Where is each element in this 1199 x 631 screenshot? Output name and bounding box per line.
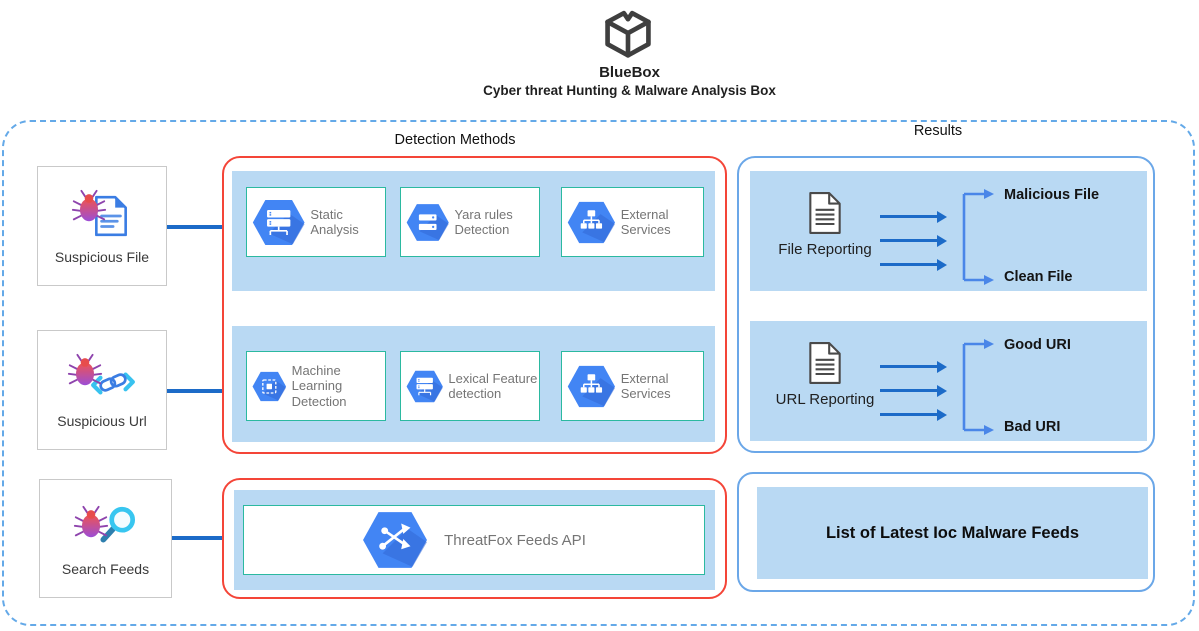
bug-icon: [72, 504, 110, 542]
card-yara-rules: Yara rules Detection: [400, 187, 540, 257]
card-machine-learning: Machine Learning Detection: [246, 351, 386, 421]
threatfox-panel: ThreatFox Feeds API: [234, 490, 715, 590]
card-static-analysis: Static Analysis: [246, 187, 386, 257]
card-threatfox-api: ThreatFox Feeds API: [243, 505, 705, 575]
arrow-url-to-detection: [167, 384, 237, 398]
url-reporting-block: URL Reporting: [760, 341, 890, 408]
detection-methods-label: Detection Methods: [394, 132, 516, 148]
server-tree-hexagon-icon: [252, 196, 305, 249]
input-label: Suspicious File: [54, 248, 150, 265]
report-arrow: [880, 258, 947, 271]
outcome-good-uri: Good URI: [1004, 337, 1071, 353]
server-hexagon-icon: [406, 196, 449, 249]
card-external-services: External Services: [561, 187, 704, 257]
file-reporting-block: File Reporting: [760, 191, 890, 258]
outcome-bad-uri: Bad URI: [1004, 419, 1061, 435]
card-lexical-feature: Lexical Feature detection: [400, 351, 540, 421]
threatfox-container: ThreatFox Feeds API: [222, 478, 727, 599]
card-label: External Services: [620, 370, 671, 401]
report-label: URL Reporting: [775, 391, 875, 408]
bug-search-icon: [72, 500, 140, 552]
bug-icon: [66, 352, 104, 390]
bug-file-icon: [70, 188, 134, 240]
outcome-malicious-file: Malicious File: [1004, 187, 1100, 203]
outcome-bracket: [962, 189, 998, 285]
report-arrow: [880, 360, 947, 373]
card-label: Lexical Feature detection: [448, 370, 538, 401]
chip-hexagon-icon: [252, 360, 287, 413]
bug-link-icon: [66, 352, 138, 404]
input-label: Search Feeds: [61, 561, 150, 577]
report-arrow: [880, 210, 947, 223]
card-label: Yara rules Detection: [454, 206, 513, 237]
results-label: Results: [913, 123, 963, 139]
report-arrow: [880, 234, 947, 247]
cube-logo-icon: [602, 6, 654, 62]
report-arrow: [880, 384, 947, 397]
card-external-services: External Services: [561, 351, 704, 421]
url-reporting-panel: URL Reporting Good URI Bad URI: [750, 321, 1147, 441]
file-detection-panel: Static Analysis Yara rules Detection Ext…: [232, 171, 715, 291]
bug-icon: [70, 188, 108, 226]
input-search-feeds: Search Feeds: [39, 479, 172, 598]
card-label: Machine Learning Detection: [291, 363, 347, 409]
report-document-icon: [807, 191, 843, 235]
report-arrow: [880, 408, 947, 421]
input-label: Suspicious Url: [57, 412, 147, 429]
detection-methods-container: Static Analysis Yara rules Detection Ext…: [222, 156, 727, 454]
ioc-feeds-container: List of Latest Ioc Malware Feeds: [737, 472, 1155, 592]
app-subtitle: Cyber threat Hunting & Malware Analysis …: [483, 83, 776, 98]
network-hexagon-icon: [567, 360, 616, 413]
card-label: External Services: [620, 206, 671, 237]
file-reporting-panel: File Reporting Malicious File Clean File: [750, 171, 1147, 291]
outcome-bracket: [962, 339, 998, 435]
network-hexagon-icon: [567, 196, 616, 249]
ioc-feeds-label: List of Latest Ioc Malware Feeds: [825, 523, 1080, 542]
report-document-icon: [807, 341, 843, 385]
share-hexagon-icon: [362, 511, 428, 569]
input-suspicious-url: Suspicious Url: [37, 330, 167, 450]
arrow-file-to-detection: [167, 220, 237, 234]
url-detection-panel: Machine Learning Detection Lexical Featu…: [232, 326, 715, 442]
app-title: BlueBox: [599, 64, 660, 81]
input-suspicious-file: Suspicious File: [37, 166, 167, 286]
outcome-clean-file: Clean File: [1004, 269, 1073, 285]
system-boundary: [2, 120, 1195, 626]
ioc-feeds-panel: List of Latest Ioc Malware Feeds: [757, 487, 1148, 579]
results-container: File Reporting Malicious File Clean File…: [737, 156, 1155, 453]
card-label: ThreatFox Feeds API: [444, 531, 586, 549]
server-tree-hexagon-icon: [406, 360, 443, 413]
report-label: File Reporting: [778, 241, 872, 258]
card-label: Static Analysis: [310, 206, 359, 237]
